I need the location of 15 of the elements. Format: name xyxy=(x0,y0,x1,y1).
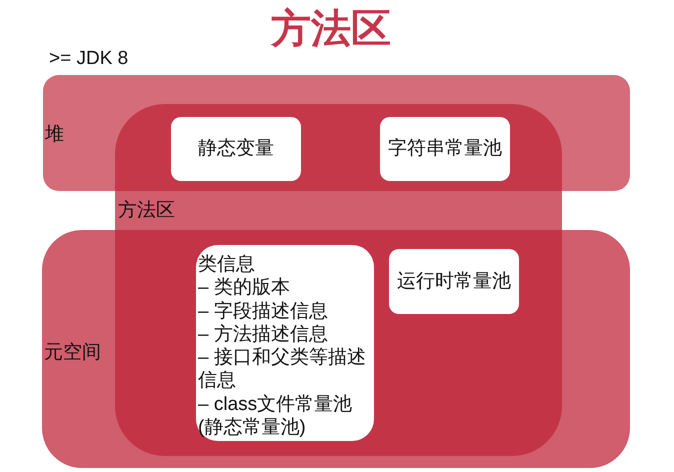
list-item: – 接口和父类等描述信息 xyxy=(198,346,367,393)
info-box: 字符串常量池 xyxy=(380,117,510,181)
info-box: 静态变量 xyxy=(171,117,301,181)
region-label: 堆 xyxy=(45,124,64,146)
page-title: 方法区 xyxy=(271,6,391,52)
version-note: >= JDK 8 xyxy=(49,48,128,70)
list-item: – 字段描述信息 xyxy=(198,300,329,323)
region-label: 方法区 xyxy=(118,200,175,222)
info-box: 运行时常量池 xyxy=(389,249,519,314)
list-item: – class文件常量池(静态常量池) xyxy=(198,392,354,440)
info-panel xyxy=(196,245,374,441)
list-item: – 类的版本 xyxy=(198,276,291,300)
list-heading: 类信息 xyxy=(198,253,256,276)
region-label: 元空间 xyxy=(44,342,101,364)
list-item: – 方法描述信息 xyxy=(198,322,329,346)
